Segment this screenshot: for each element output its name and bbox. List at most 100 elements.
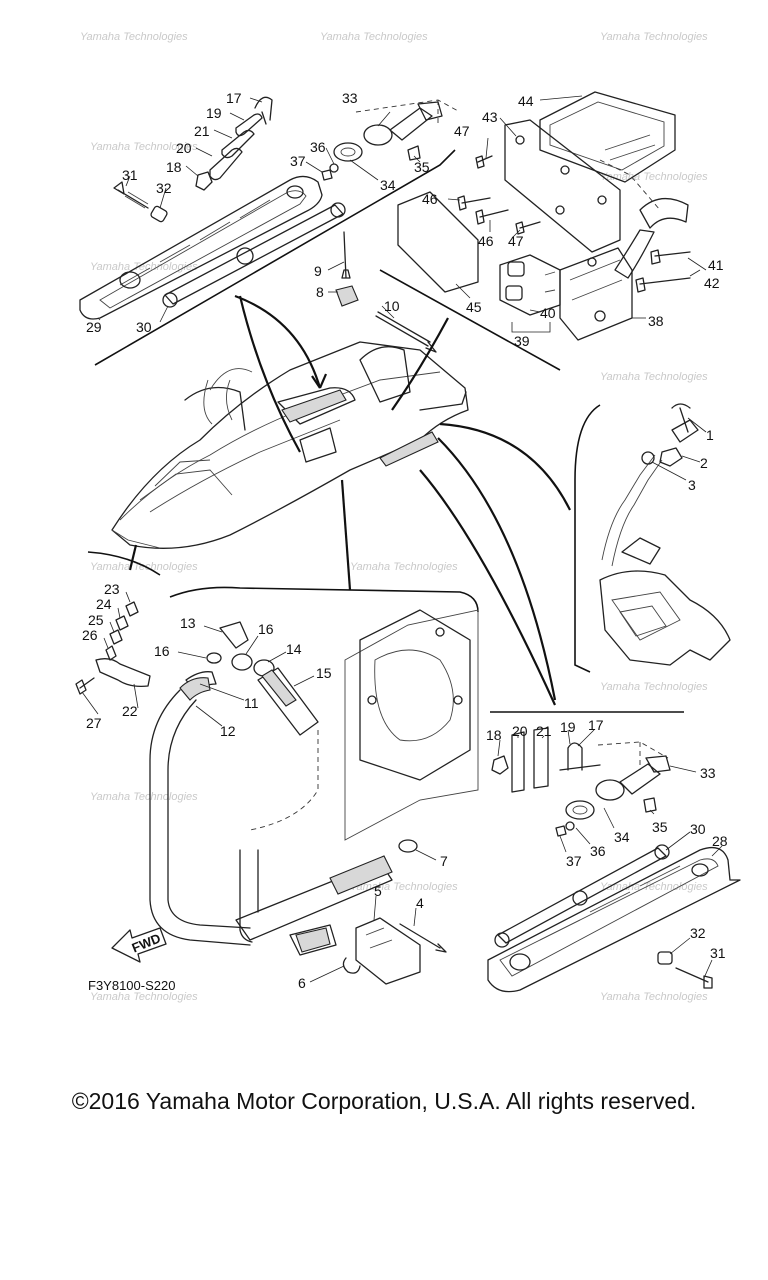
top-left-step-assembly (79, 96, 346, 320)
watermark: Yamaha Technologies (350, 881, 458, 893)
watermark: Yamaha Technologies (600, 681, 708, 693)
callout-label: 26 (82, 627, 98, 643)
callout-label: 33 (342, 90, 358, 106)
left-clamp-parts (75, 551, 161, 695)
bottom-right-step-assembly (487, 711, 741, 993)
fwd-arrow: FWD (111, 927, 167, 963)
watermark: Yamaha Technologies (90, 561, 198, 573)
hose-assembly (149, 621, 319, 946)
callout-label: 12 (220, 723, 236, 739)
callout-label: 15 (316, 665, 332, 681)
watermark: Yamaha Technologies (600, 171, 708, 183)
callout-label: 33 (700, 765, 716, 781)
callout-label: 17 (226, 90, 242, 106)
callout-label: 28 (712, 833, 728, 849)
assembly-arrows (128, 294, 571, 706)
callout-label: 19 (560, 719, 576, 735)
callout-label: 45 (466, 299, 482, 315)
watermark: Yamaha Technologies (320, 31, 428, 43)
intake-grate-housing (344, 609, 479, 841)
callout-label: 47 (508, 233, 524, 249)
callout-label: 7 (440, 853, 448, 869)
callout-label: 11 (244, 695, 259, 711)
callout-label: 13 (180, 615, 196, 631)
callout-label: 10 (384, 298, 400, 314)
callout-label: 18 (486, 727, 502, 743)
callout-label: 20 (512, 723, 528, 739)
callout-label: 6 (298, 975, 306, 991)
callout-label: 27 (86, 715, 102, 731)
callout-label: 35 (652, 819, 668, 835)
callout-label: 32 (156, 180, 172, 196)
callout-label: 30 (136, 319, 152, 335)
watermark: Yamaha Technologies (600, 991, 708, 1003)
watercraft-hull (111, 341, 469, 549)
callout-label: 39 (514, 333, 530, 349)
callout-label: 43 (482, 109, 498, 125)
callout-label: 17 (588, 717, 604, 733)
bottom-hose-parts (235, 839, 447, 985)
callout-label: 46 (478, 233, 494, 249)
callout-label: 46 (422, 191, 438, 207)
callout-label: 8 (316, 284, 324, 300)
watermark: Yamaha Technologies (80, 31, 188, 43)
watermarks: Yamaha Technologies Yamaha Technologies … (80, 31, 708, 1003)
callout-label: 16 (154, 643, 170, 659)
callout-label: 3 (688, 477, 696, 493)
jet-pump-assembly (574, 403, 731, 673)
callout-label: 29 (86, 319, 102, 335)
callout-label: 5 (374, 883, 382, 899)
callout-label: 37 (290, 153, 306, 169)
callout-label: 24 (96, 596, 112, 612)
top-right-cover-assembly (397, 91, 691, 341)
callout-label: 1 (706, 427, 714, 443)
callout-label: 36 (590, 843, 606, 859)
callout-label: 30 (690, 821, 706, 837)
watermark: Yamaha Technologies (90, 991, 198, 1003)
diagram-code: F3Y8100-S220 (88, 978, 175, 993)
callout-label: 31 (122, 167, 138, 183)
callout-label: 42 (704, 275, 720, 291)
callout-label: 34 (614, 829, 630, 845)
callout-label: 34 (380, 177, 396, 193)
callout-label: 41 (708, 257, 724, 273)
top-center-drain-assembly (321, 99, 461, 181)
callout-label: 44 (518, 93, 534, 109)
callout-label: 18 (166, 159, 182, 175)
group-bracket-center (169, 586, 479, 613)
callout-label: 32 (690, 925, 706, 941)
leader-lines (81, 95, 723, 983)
callout-label: 2 (700, 455, 708, 471)
callout-label: 9 (314, 263, 322, 279)
callout-label: 21 (194, 123, 210, 139)
watermark: Yamaha Technologies (90, 141, 198, 153)
watermark: Yamaha Technologies (600, 31, 708, 43)
callout-label: 40 (540, 305, 556, 321)
callout-label: 4 (416, 895, 424, 911)
callout-label: 47 (454, 123, 470, 139)
callout-labels: 17 19 21 20 18 31 32 29 30 33 36 37 34 3… (82, 90, 728, 991)
group-bracket-top-right (379, 269, 561, 371)
callout-label: 19 (206, 105, 222, 121)
callout-label: 23 (104, 581, 120, 597)
center-clip-parts (335, 231, 437, 353)
callout-label: 37 (566, 853, 582, 869)
callout-label: 31 (710, 945, 726, 961)
group-bracket-top-left (94, 149, 456, 366)
watermark: Yamaha Technologies (600, 881, 708, 893)
callout-label: 25 (88, 612, 104, 628)
callout-label: 20 (176, 140, 192, 156)
watermark: Yamaha Technologies (350, 561, 458, 573)
copyright-notice: ©2016 Yamaha Motor Corporation, U.S.A. A… (71, 1088, 697, 1114)
callout-label: 16 (258, 621, 274, 637)
callout-label: 14 (286, 641, 302, 657)
callout-label: 21 (536, 723, 552, 739)
watermark: Yamaha Technologies (90, 261, 198, 273)
callout-label: 36 (310, 139, 326, 155)
watermark: Yamaha Technologies (600, 371, 708, 383)
watermark: Yamaha Technologies (90, 791, 198, 803)
callout-label: 38 (648, 313, 664, 329)
callout-label: 22 (122, 703, 138, 719)
callout-label: 35 (414, 159, 430, 175)
